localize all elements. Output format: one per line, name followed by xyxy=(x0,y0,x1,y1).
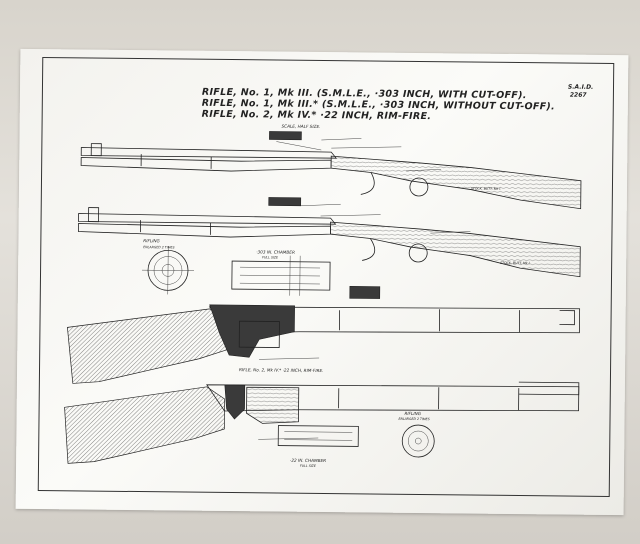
reference-number: S.A.I.D. xyxy=(568,84,593,91)
chamber-303-sub: FULL SIZE xyxy=(262,255,278,259)
rifling-bottom-sub: ENLARGED 2 TIMES xyxy=(398,417,429,421)
chamber-22-diagram xyxy=(277,425,359,447)
title-line-1: RIFLE, No. 1, Mk III. (S.M.L.E., ·303 IN… xyxy=(202,87,527,101)
chamber-303-diagram xyxy=(231,255,331,296)
title-line-3: RIFLE, No. 2, Mk IV.* ·22 INCH, RIM-FIRE… xyxy=(202,109,432,122)
chamber-22-sub: FULL SIZE xyxy=(300,464,316,468)
rifle-1-mk3-drawing xyxy=(80,131,582,210)
stock-butt-label-top: STOCK, BUTT, Mk I. xyxy=(471,187,501,191)
action-cutaway-2 xyxy=(64,381,580,464)
reference-subnumber: 2267 xyxy=(570,92,588,99)
rifling-top-sub: ENLARGED 2 TIMES xyxy=(143,245,174,249)
rifling-diagram-top xyxy=(142,246,195,295)
chamber-303-label: ·303 IN. CHAMBER xyxy=(256,249,295,254)
rifle-no2-label: RIFLE, No. 2, Mk IV.* ·22 INCH, RIM-FIRE… xyxy=(239,367,324,373)
rifling-diagram-bottom xyxy=(401,424,435,458)
stock-butt-label-second: STOCK, BUTT, Mk I. xyxy=(500,261,530,265)
annotation-leaders xyxy=(258,138,471,440)
rifle-2-mk3star-drawing xyxy=(78,197,581,278)
rifling-top-label: RIFLING xyxy=(143,238,160,243)
title-line-2: RIFLE, No. 1, Mk III.* (S.M.L.E., ·303 I… xyxy=(202,98,555,113)
chamber-22-label: ·22 IN. CHAMBER xyxy=(290,458,326,463)
action-cutaway-1 xyxy=(67,286,581,384)
scale-label: SCALE, HALF SIZE. xyxy=(281,124,320,129)
rifling-bottom-label: RIFLING xyxy=(404,411,421,416)
